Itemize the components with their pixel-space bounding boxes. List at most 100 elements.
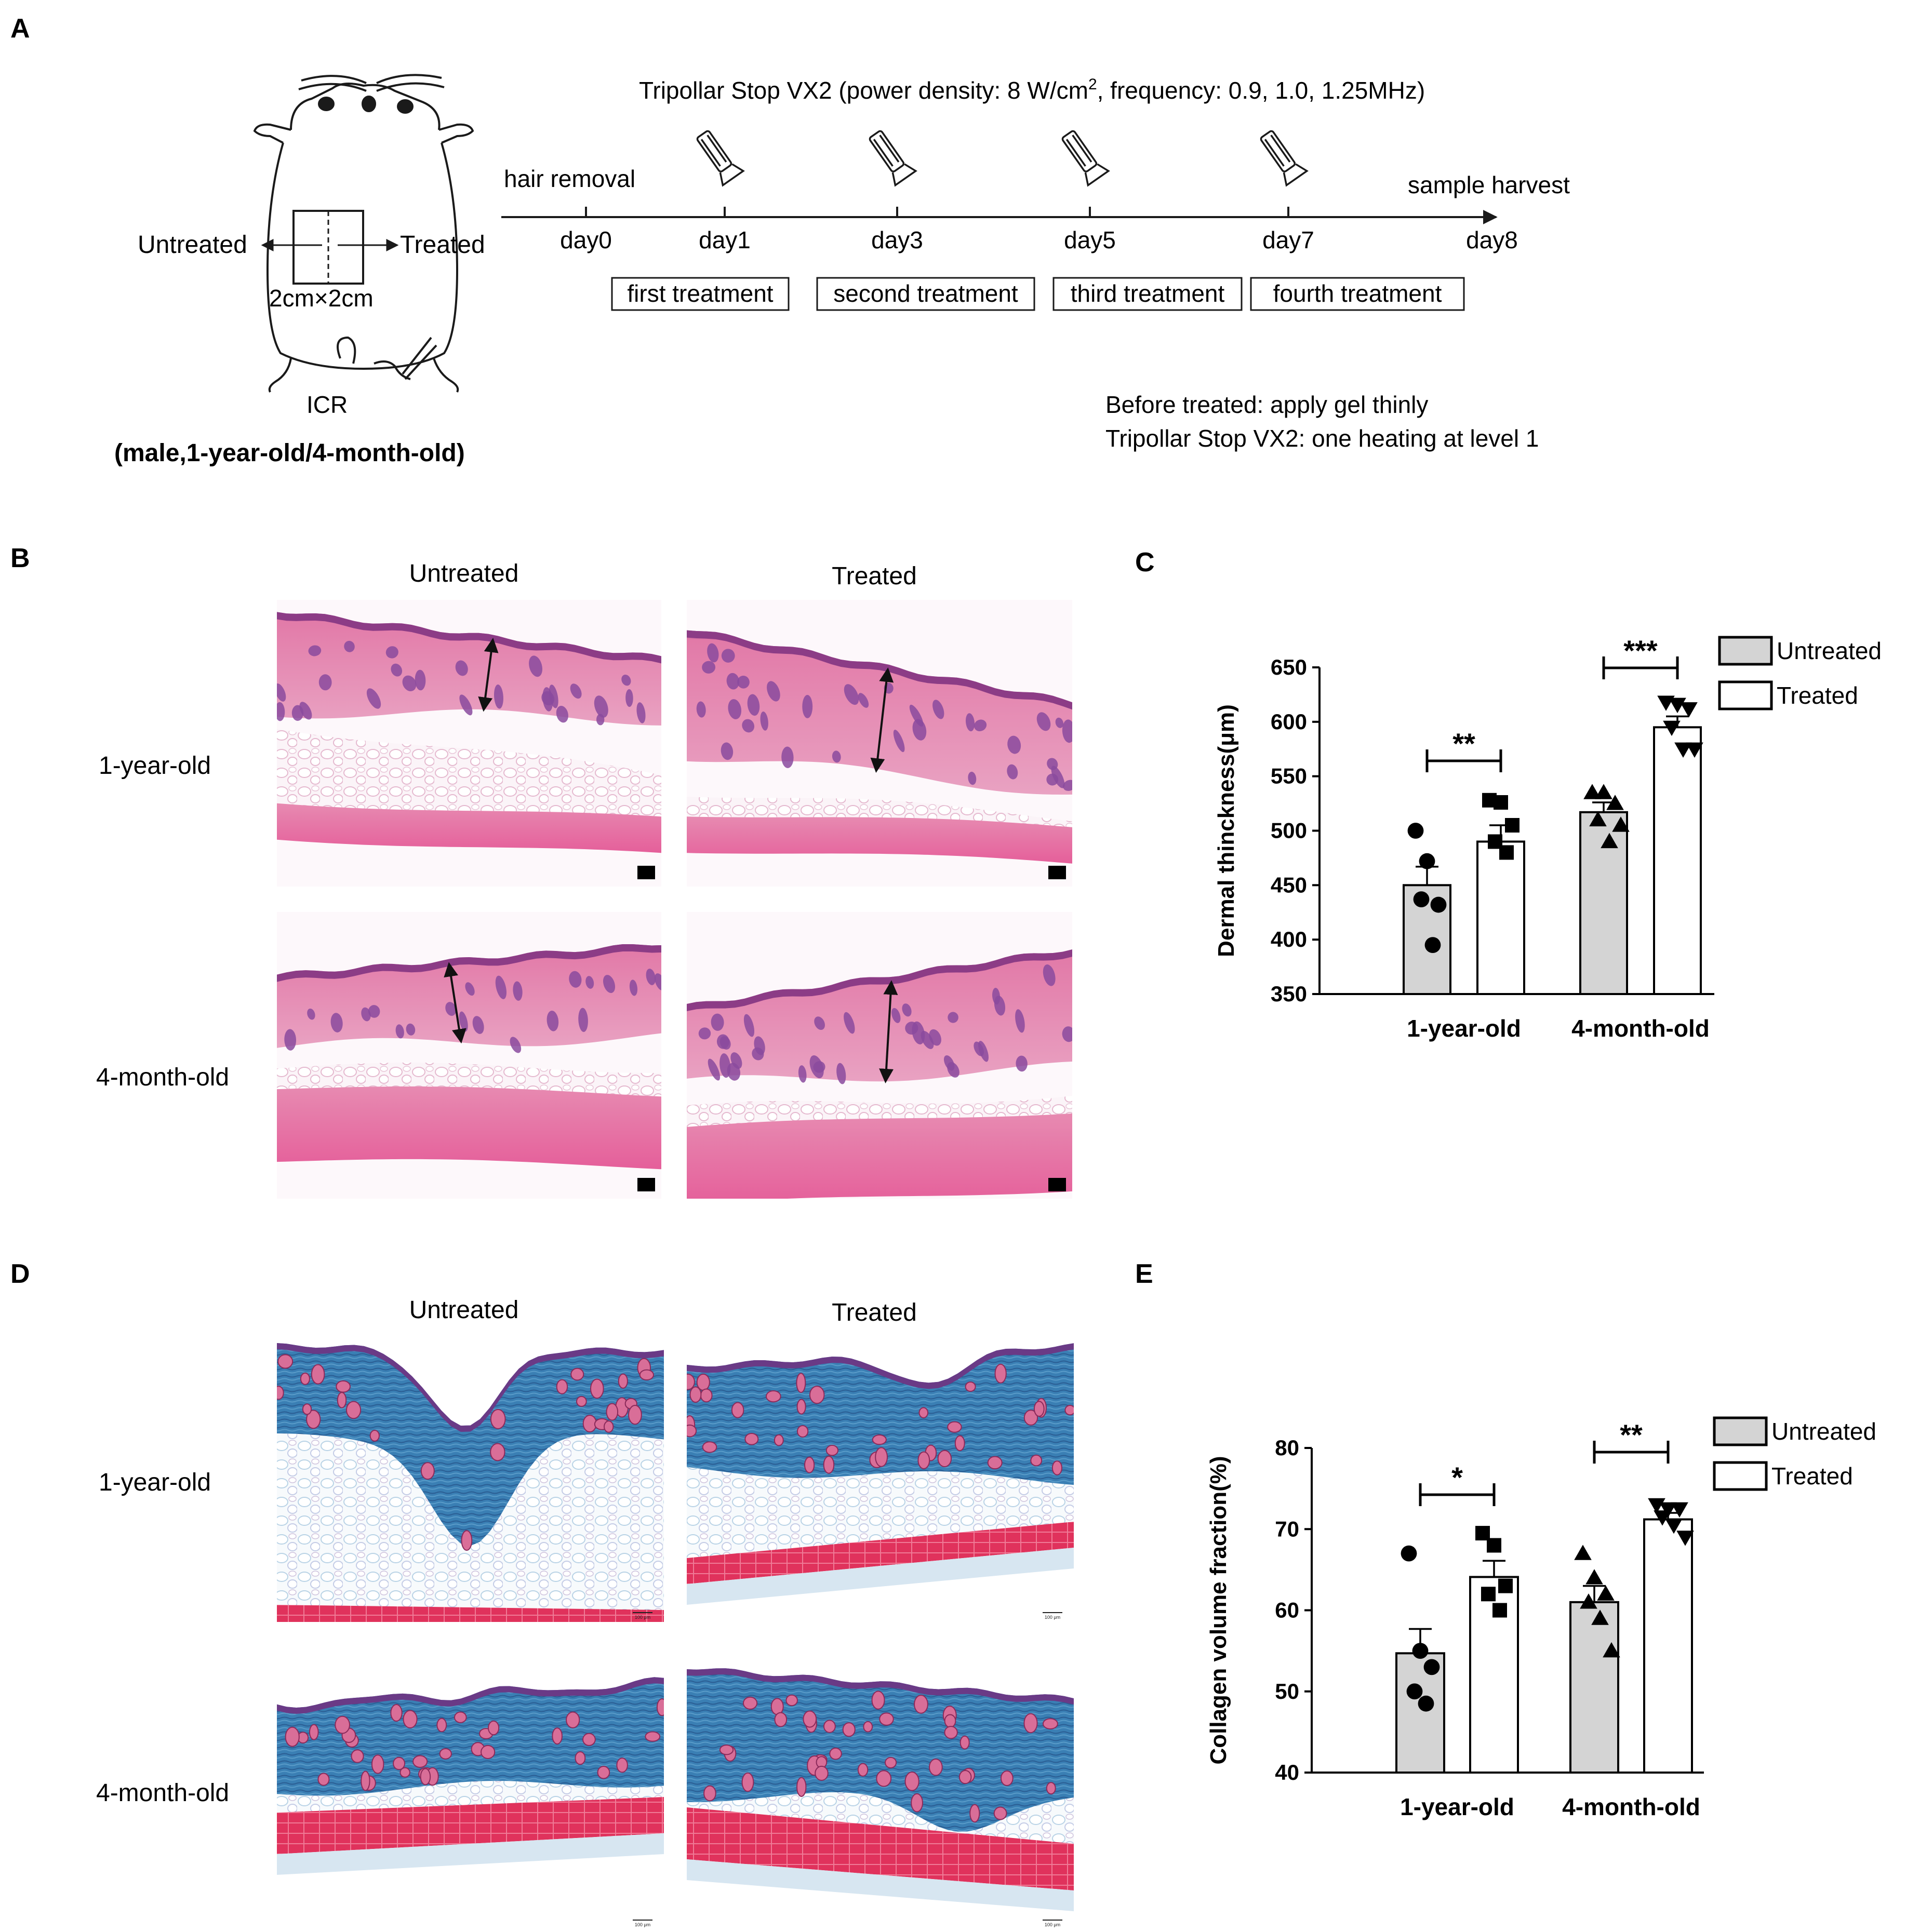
data-point	[1606, 795, 1624, 810]
hair-follicle	[747, 694, 760, 716]
hair-follicle	[796, 1399, 806, 1415]
panel-a: A	[10, 14, 1570, 467]
data-point	[1424, 937, 1441, 954]
treatment-label: third treatment	[1071, 280, 1225, 307]
hair-follicle	[395, 1024, 404, 1039]
y-axis-label: Dermal thinckness(μm)	[1214, 704, 1239, 957]
hair-follicle	[796, 1425, 809, 1438]
hair-follicle	[393, 1756, 406, 1770]
significance-label: *	[1451, 1461, 1463, 1494]
panel-d-header-untreated: Untreated	[409, 1296, 519, 1324]
hair-follicle	[513, 981, 523, 1001]
hair-follicle	[390, 1703, 403, 1722]
y-tick-label: 650	[1271, 655, 1307, 679]
hair-follicle	[371, 1754, 384, 1774]
hair-follicle	[570, 683, 582, 699]
data-point	[1423, 1659, 1440, 1675]
significance-label: **	[1452, 727, 1475, 760]
hair-follicle	[490, 1408, 506, 1429]
hair-follicle	[1064, 1404, 1074, 1416]
data-point	[1574, 1545, 1592, 1560]
legend-swatch	[1718, 680, 1773, 710]
hair-follicle	[879, 1712, 894, 1726]
hair-follicle	[708, 1058, 721, 1081]
hair-follicle	[628, 1404, 642, 1425]
hair-follicle	[844, 684, 859, 705]
hair-follicle	[308, 645, 322, 656]
hair-follicle	[415, 669, 426, 691]
hair-follicle	[1016, 1055, 1028, 1072]
hair-follicle	[917, 1451, 930, 1469]
mouse-treated-label: Treated	[400, 231, 485, 259]
hair-follicle	[454, 1711, 467, 1723]
data-point	[1430, 896, 1447, 913]
data-point	[1659, 1502, 1677, 1518]
hair-follicle	[876, 1770, 892, 1787]
hair-follicle	[687, 1373, 695, 1390]
hair-follicle	[958, 1769, 972, 1785]
data-point	[1597, 1585, 1615, 1601]
timeline-day-label: day3	[871, 226, 923, 253]
hair-follicle	[399, 1767, 410, 1778]
data-point	[1603, 1642, 1620, 1658]
hair-follicle	[621, 674, 631, 686]
treatment-box	[1052, 277, 1243, 311]
hair-follicle	[965, 1381, 976, 1392]
epidermis-layer	[687, 1668, 1074, 1705]
data-point	[1499, 845, 1514, 860]
hair-follicle	[994, 1363, 1007, 1384]
panel-b-row-4-month: 4-month-old	[96, 1064, 229, 1091]
hair-follicle	[488, 1720, 500, 1736]
muscle-layer	[687, 1113, 1072, 1199]
scale-bar	[1048, 866, 1066, 879]
hair-follicle	[944, 1714, 956, 1728]
hair-follicle	[842, 1722, 856, 1737]
hair-follicle	[1030, 1454, 1043, 1467]
hair-follicle	[969, 1804, 980, 1823]
hair-follicle	[1015, 1009, 1025, 1033]
data-point	[1418, 1695, 1434, 1712]
device-head-shape	[719, 163, 745, 187]
panel-label-e: E	[1135, 1259, 1153, 1289]
hair-follicle	[406, 1023, 416, 1036]
hair-follicle	[742, 1696, 758, 1710]
hair-follicle	[547, 1010, 559, 1031]
data-point	[1407, 823, 1424, 839]
data-point	[1669, 697, 1686, 714]
bar	[1579, 811, 1628, 996]
treatment-label: first treatment	[627, 280, 773, 307]
hair-follicle	[959, 1735, 970, 1750]
hair-follicle	[937, 1450, 952, 1468]
hair-follicle	[947, 1421, 962, 1433]
significance-label: **	[1620, 1418, 1643, 1451]
hair-follicle	[796, 1777, 807, 1797]
y-tick-label: 60	[1275, 1598, 1299, 1622]
hair-follicle	[1046, 1782, 1056, 1795]
collagen-dermis-layer	[687, 1668, 1074, 1832]
masson-stain-image: 100 μm	[277, 1641, 664, 1929]
dermal-thickness-arrow	[879, 980, 898, 1083]
x-tick-label: 4-month-old	[1562, 1793, 1700, 1820]
hair-follicle	[968, 771, 977, 785]
hair-follicle	[802, 694, 813, 718]
hair-follicle	[455, 660, 468, 676]
epidermis-layer	[277, 1677, 664, 1714]
hair-follicle	[385, 646, 398, 659]
y-tick-label: 70	[1275, 1517, 1299, 1541]
dermal-thickness-arrow	[444, 962, 466, 1044]
he-image-grid	[277, 600, 1072, 1199]
panel-b: B Untreated Treated 1-year-old 4-month-o…	[10, 543, 1072, 1199]
fascia-layer	[687, 1548, 1074, 1605]
hair-follicle	[596, 714, 605, 726]
data-point	[1406, 1683, 1423, 1700]
hair-follicle	[702, 661, 716, 674]
timeline-treatments: first treatment second treatment third tre…	[611, 277, 1465, 311]
hair-follicle	[809, 1386, 825, 1404]
data-point	[1676, 1531, 1694, 1546]
hair-follicle	[809, 1055, 824, 1079]
hair-follicle	[858, 693, 869, 708]
bar	[1643, 1518, 1693, 1774]
data-point	[1686, 742, 1703, 758]
treatment-label: second treatment	[833, 280, 1018, 307]
scale-bar-label: 100 μm	[635, 1615, 650, 1620]
